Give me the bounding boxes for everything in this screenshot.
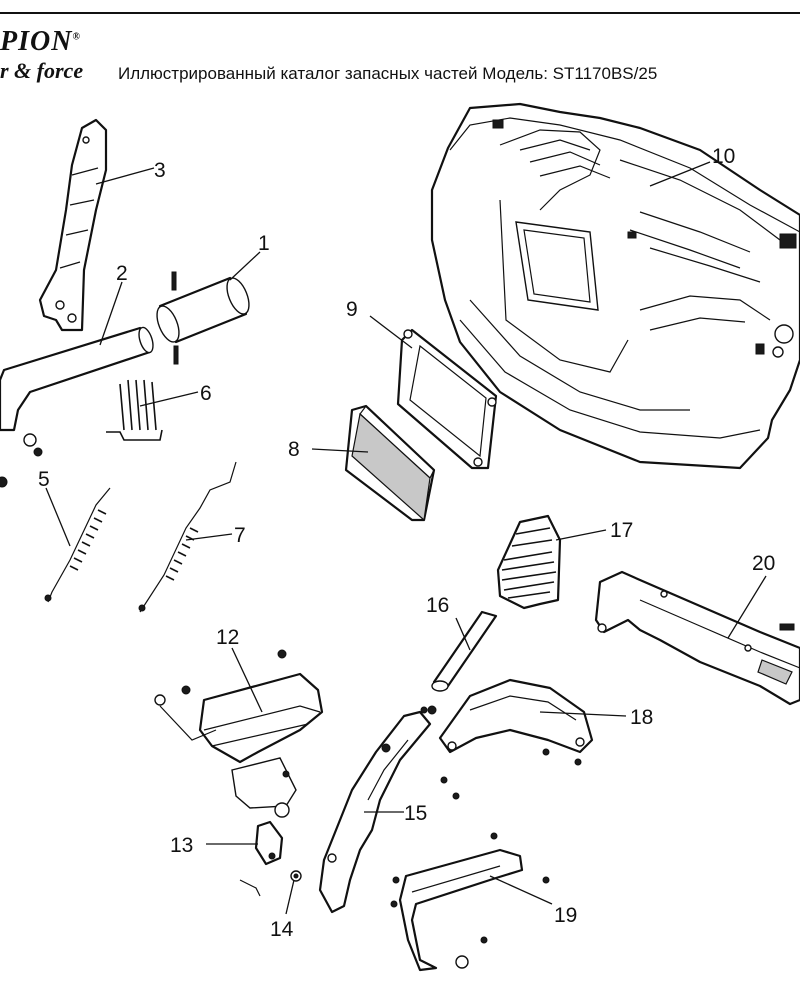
part-14-nut xyxy=(239,870,302,897)
part-1-cylinder xyxy=(156,271,250,365)
part-16-shaft xyxy=(427,610,498,715)
header-rule xyxy=(0,12,800,14)
callout-7: 7 xyxy=(234,524,246,547)
leader-lines xyxy=(45,161,767,915)
registered-mark: ® xyxy=(72,31,81,43)
part-2-tube xyxy=(0,326,154,457)
part-10-housing xyxy=(430,102,800,470)
exploded-parts-diagram: 1 2 3 5 6 7 8 9 10 12 13 14 15 16 17 18 … xyxy=(0,102,800,972)
callout-8: 8 xyxy=(288,438,300,461)
part-19-plate xyxy=(390,832,550,972)
catalog-title: Иллюстрированный каталог запасных частей… xyxy=(118,64,658,83)
callout-18: 18 xyxy=(630,706,653,729)
callout-12: 12 xyxy=(216,626,239,649)
part-17-boot xyxy=(496,514,562,610)
part-5-cable xyxy=(0,476,111,603)
part-20-bracket xyxy=(594,570,800,706)
callout-14: 14 xyxy=(270,918,294,941)
part-18-deflector xyxy=(438,678,594,800)
callout-15: 15 xyxy=(404,802,427,825)
callout-9: 9 xyxy=(346,298,358,321)
callout-19: 19 xyxy=(554,904,577,927)
page-header: PION® r & force Иллюстрированный каталог… xyxy=(0,0,800,92)
callout-17: 17 xyxy=(610,519,633,542)
brand-logo-top: PION® xyxy=(0,26,81,58)
callout-16: 16 xyxy=(426,594,449,617)
callout-13: 13 xyxy=(170,834,193,857)
callout-1: 1 xyxy=(258,232,270,255)
callout-6: 6 xyxy=(200,382,212,405)
brand-logo-text: PION xyxy=(0,26,73,57)
callout-20: 20 xyxy=(752,552,775,575)
callout-3: 3 xyxy=(154,159,166,182)
brand-logo-slogan: r & force xyxy=(0,58,84,83)
callout-10: 10 xyxy=(712,145,735,168)
part-12-plate xyxy=(154,649,324,818)
callout-5: 5 xyxy=(38,468,50,491)
part-13-bracket xyxy=(254,820,284,866)
part-6-spring xyxy=(106,379,163,441)
part-3-bracket xyxy=(38,118,108,332)
part-7-cable xyxy=(138,461,237,613)
callout-labels: 1 2 3 5 6 7 8 9 10 12 13 14 15 16 17 18 … xyxy=(38,145,775,941)
callout-2: 2 xyxy=(116,262,128,285)
part-8-filter xyxy=(344,404,436,522)
